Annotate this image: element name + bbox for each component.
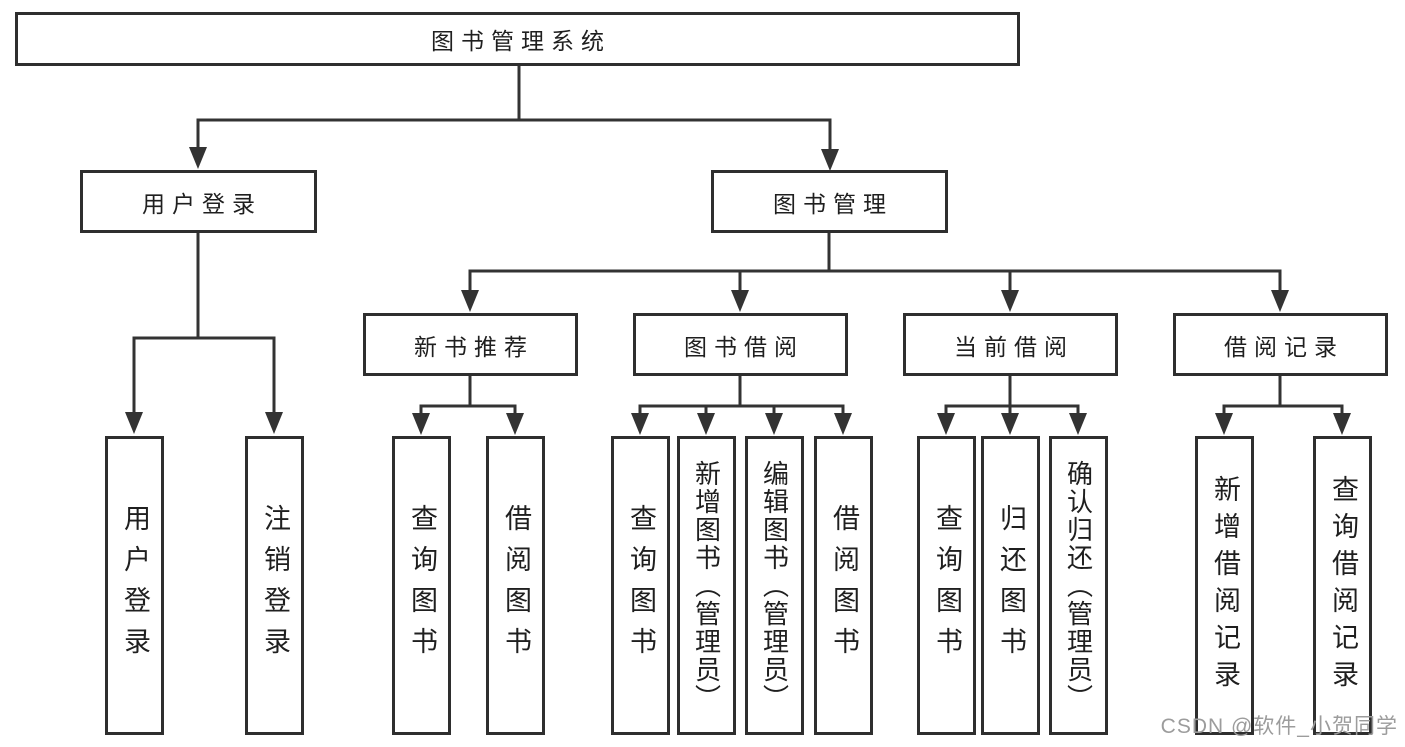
node-label: 借阅记录 bbox=[1224, 333, 1344, 360]
leaf-add-borrow-record: 新增借阅记录 bbox=[1195, 436, 1254, 735]
leaf-label: 借阅图书 bbox=[501, 503, 531, 668]
node-label: 图书管理 bbox=[773, 190, 893, 217]
node-borrow-records: 借阅记录 bbox=[1173, 313, 1388, 376]
node-label: 图书管理系统 bbox=[431, 28, 611, 54]
leaf-query-books-recommend: 查询图书 bbox=[392, 436, 451, 735]
node-new-book-recommend: 新书推荐 bbox=[363, 313, 578, 376]
edge-book-borrow-branch bbox=[638, 374, 845, 417]
node-book-management-group: 图书管理 bbox=[711, 170, 948, 233]
leaf-label: 新增借阅记录 bbox=[1210, 474, 1240, 697]
leaf-edit-books-admin: 编辑图书（管理员） bbox=[745, 436, 804, 735]
leaf-add-books-admin: 新增图书（管理员） bbox=[677, 436, 736, 735]
node-book-borrow: 图书借阅 bbox=[633, 313, 848, 376]
edge-book-mgmt-branch bbox=[468, 231, 1282, 294]
leaf-label: 查询借阅记录 bbox=[1328, 474, 1358, 697]
edge-user-login-branch bbox=[132, 231, 276, 416]
node-current-borrow: 当前借阅 bbox=[903, 313, 1118, 376]
leaf-query-books-borrow: 查询图书 bbox=[611, 436, 670, 735]
leaf-label: 编辑图书（管理员） bbox=[759, 459, 790, 712]
leaf-label: 确认归还（管理员） bbox=[1063, 459, 1094, 712]
node-label: 用户登录 bbox=[142, 190, 262, 217]
leaf-label: 查询图书 bbox=[407, 503, 437, 668]
leaf-borrow-books: 借阅图书 bbox=[814, 436, 873, 735]
arrowheads bbox=[125, 147, 1351, 435]
leaf-query-books-current: 查询图书 bbox=[917, 436, 976, 735]
leaf-label: 查询图书 bbox=[626, 503, 656, 668]
leaf-query-borrow-record: 查询借阅记录 bbox=[1313, 436, 1372, 735]
edge-current-borrow-branch bbox=[944, 374, 1080, 417]
csdn-watermark: CSDN @软件_小贺同学 bbox=[1160, 715, 1398, 738]
node-label: 新书推荐 bbox=[414, 333, 534, 360]
leaf-label: 查询图书 bbox=[932, 503, 962, 668]
leaf-label: 新增图书（管理员） bbox=[691, 459, 722, 712]
leaf-logout-login: 注销登录 bbox=[245, 436, 304, 735]
leaf-borrow-books-recommend: 借阅图书 bbox=[486, 436, 545, 735]
leaf-user-login: 用户登录 bbox=[105, 436, 164, 735]
leaf-label: 归还图书 bbox=[996, 503, 1026, 668]
edge-root-to-level2 bbox=[196, 64, 832, 154]
node-label: 图书借阅 bbox=[684, 333, 804, 360]
leaf-return-books: 归还图书 bbox=[981, 436, 1040, 735]
leaf-label: 用户登录 bbox=[120, 503, 150, 668]
leaf-label: 借阅图书 bbox=[829, 503, 859, 668]
edge-new-book-branch bbox=[419, 374, 517, 417]
leaf-confirm-return-admin: 确认归还（管理员） bbox=[1049, 436, 1108, 735]
edge-borrow-records-branch bbox=[1222, 374, 1344, 417]
node-library-management-system: 图书管理系统 bbox=[15, 12, 1020, 66]
node-user-login-group: 用户登录 bbox=[80, 170, 317, 233]
node-label: 当前借阅 bbox=[954, 333, 1074, 360]
leaf-label: 注销登录 bbox=[260, 503, 290, 668]
